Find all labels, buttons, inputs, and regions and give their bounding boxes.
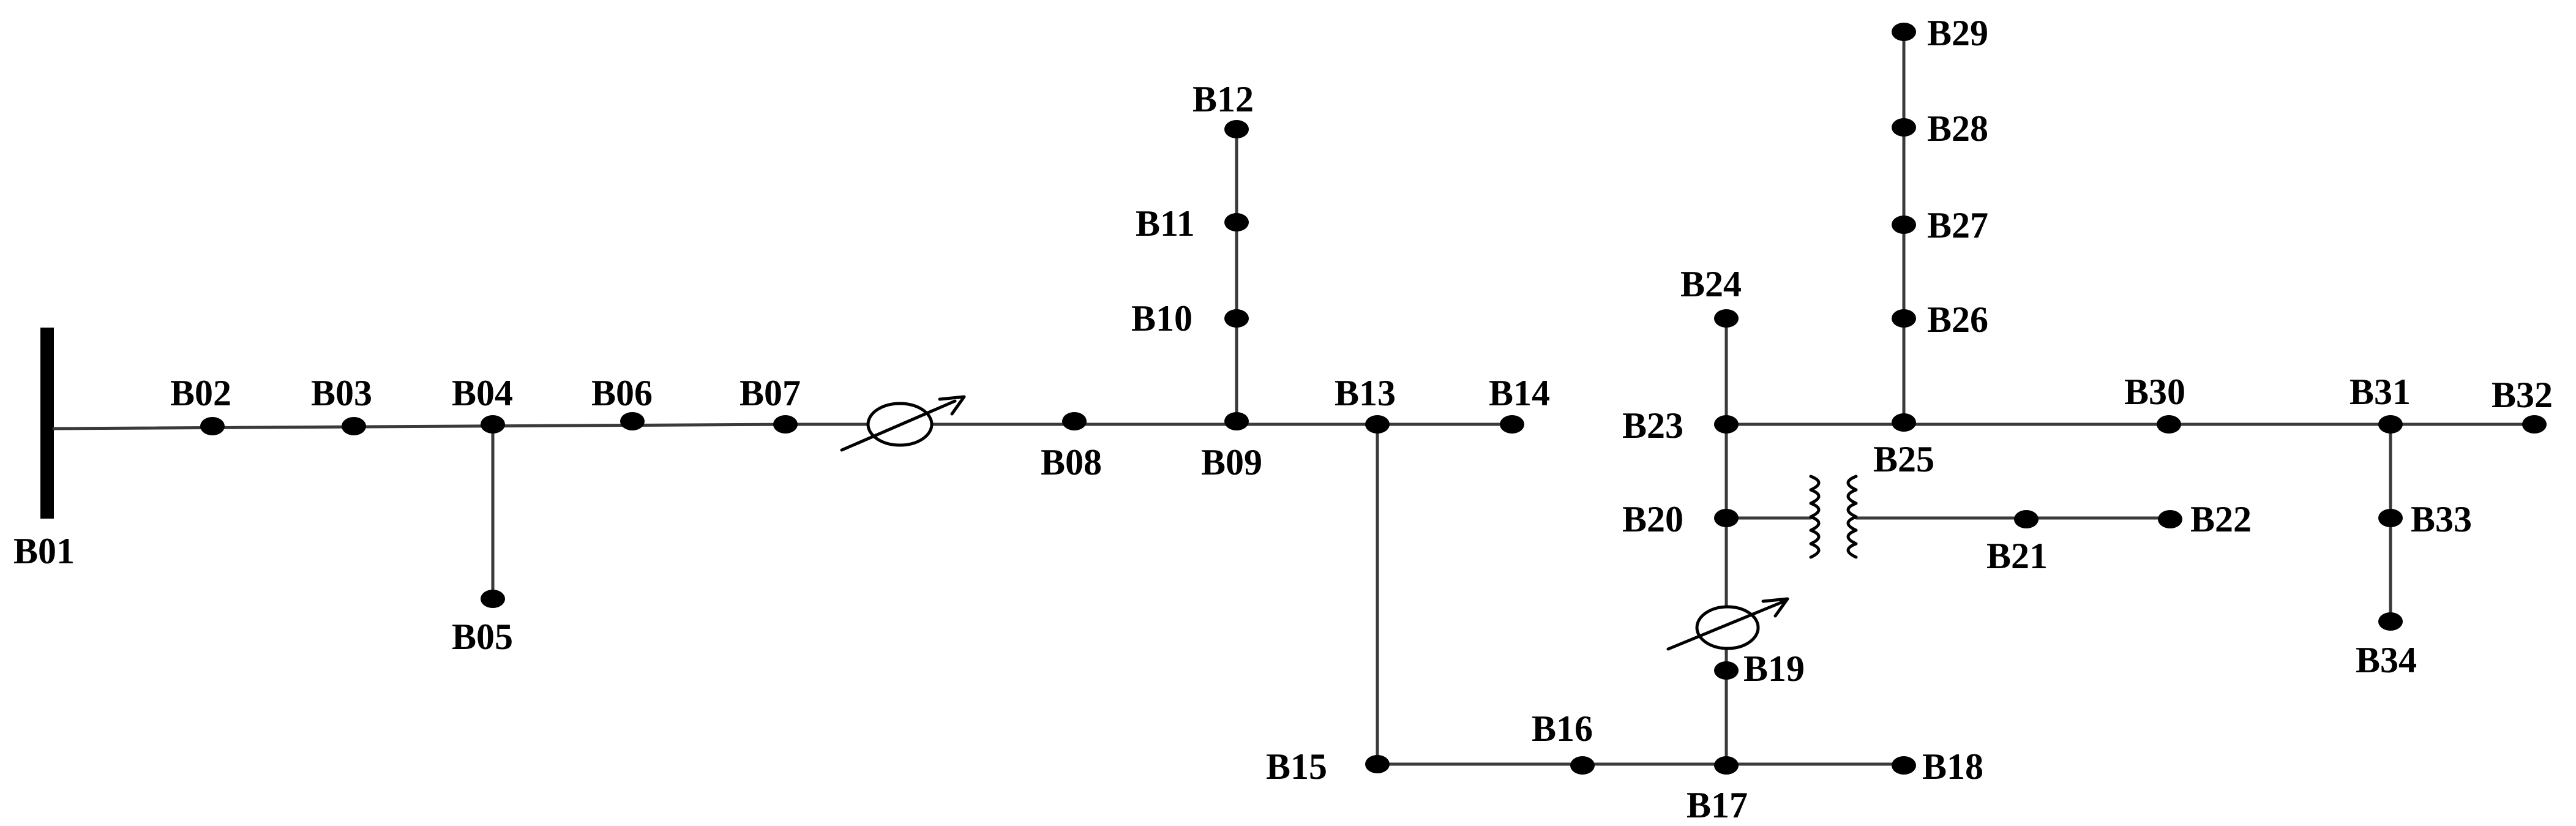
bus-node-b33	[2378, 509, 2403, 527]
line-b01-b07	[52, 422, 787, 430]
bus-label-b12: B12	[1193, 79, 1254, 119]
bus-label-b25: B25	[1873, 439, 1934, 479]
bus-label-b23: B23	[1622, 405, 1683, 446]
bus-label-b15: B15	[1266, 746, 1327, 787]
bus-node-b08	[1062, 412, 1087, 430]
bus-label-b17: B17	[1687, 785, 1748, 825]
bus-label-b06: B06	[591, 373, 653, 413]
voltage-regulator-icon	[1666, 597, 1789, 651]
source-bus-bar	[40, 328, 54, 519]
bus-node-b30	[2157, 415, 2181, 434]
bus-node-b14	[1500, 415, 1524, 434]
bus-label-b31: B31	[2349, 372, 2411, 412]
bus-node-b22	[2158, 510, 2182, 528]
bus-label-b22: B22	[2190, 499, 2252, 539]
bus-label-b28: B28	[1927, 108, 1988, 149]
bus-label-b19: B19	[1743, 648, 1805, 689]
bus-node-b10	[1224, 309, 1249, 328]
bus-node-b02	[200, 417, 225, 435]
bus-label-b20: B20	[1622, 499, 1683, 539]
bus-node-b23	[1714, 415, 1739, 434]
bus-node-b28	[1892, 118, 1916, 137]
bus-node-b17	[1714, 756, 1739, 775]
bus-label-b02: B02	[170, 373, 231, 413]
bus-node-b21	[2014, 510, 2039, 528]
bus-label-b34: B34	[2356, 640, 2417, 680]
bus-node-b06	[620, 412, 645, 430]
bus-node-b15	[1365, 755, 1390, 773]
bus-node-b26	[1892, 309, 1916, 328]
bus-labels: B01 B02 B03 B04 B05 B06 B07 B08 B09 B10 …	[13, 13, 2553, 825]
bus-node-b11	[1224, 213, 1249, 231]
transformer-icon	[1809, 475, 1858, 559]
bus-label-b01: B01	[13, 531, 75, 571]
bus-label-b24: B24	[1680, 264, 1742, 304]
bus-node-b31	[2378, 415, 2403, 434]
bus-node-b07	[773, 415, 798, 434]
voltage-regulator-icon	[840, 395, 966, 452]
bus-node-b19	[1714, 661, 1739, 680]
bus-label-b33: B33	[2411, 499, 2472, 539]
bus-label-b27: B27	[1927, 205, 1988, 246]
bus-label-b13: B13	[1335, 373, 1396, 413]
bus-label-b08: B08	[1041, 442, 1102, 482]
bus-node-b29	[1892, 23, 1916, 41]
bus-node-b03	[342, 417, 366, 435]
bus-node-b09	[1224, 412, 1249, 430]
bus-node-b13	[1365, 415, 1390, 434]
bus-node-b04	[481, 415, 505, 434]
bus-label-b26: B26	[1927, 299, 1988, 340]
bus-label-b32: B32	[2492, 375, 2553, 415]
bus-node-b05	[481, 590, 505, 608]
bus-label-b29: B29	[1927, 13, 1988, 53]
bus-label-b07: B07	[739, 373, 801, 413]
bus-label-b16: B16	[1532, 708, 1593, 749]
bus-label-b09: B09	[1201, 442, 1262, 482]
bus-label-b05: B05	[452, 617, 513, 657]
bus-label-b18: B18	[1922, 746, 1983, 787]
bus-node-b25	[1892, 413, 1916, 432]
bus-node-b27	[1892, 216, 1916, 234]
bus-label-b11: B11	[1136, 203, 1195, 244]
bus-label-b04: B04	[452, 373, 513, 413]
bus-label-b30: B30	[2124, 372, 2185, 412]
bus-node-b32	[2522, 415, 2547, 434]
bus-node-b24	[1714, 309, 1739, 328]
bus-node-b18	[1892, 756, 1916, 775]
bus-nodes	[200, 23, 2547, 775]
bus-label-b14: B14	[1489, 373, 1550, 413]
bus-node-b16	[1570, 756, 1595, 775]
bus-label-b03: B03	[311, 373, 372, 413]
bus-node-b34	[2378, 612, 2403, 631]
bus-node-b20	[1714, 509, 1739, 527]
bus-label-b21: B21	[1986, 536, 2048, 576]
bus-label-b10: B10	[1131, 298, 1193, 339]
bus-node-b12	[1224, 120, 1249, 138]
